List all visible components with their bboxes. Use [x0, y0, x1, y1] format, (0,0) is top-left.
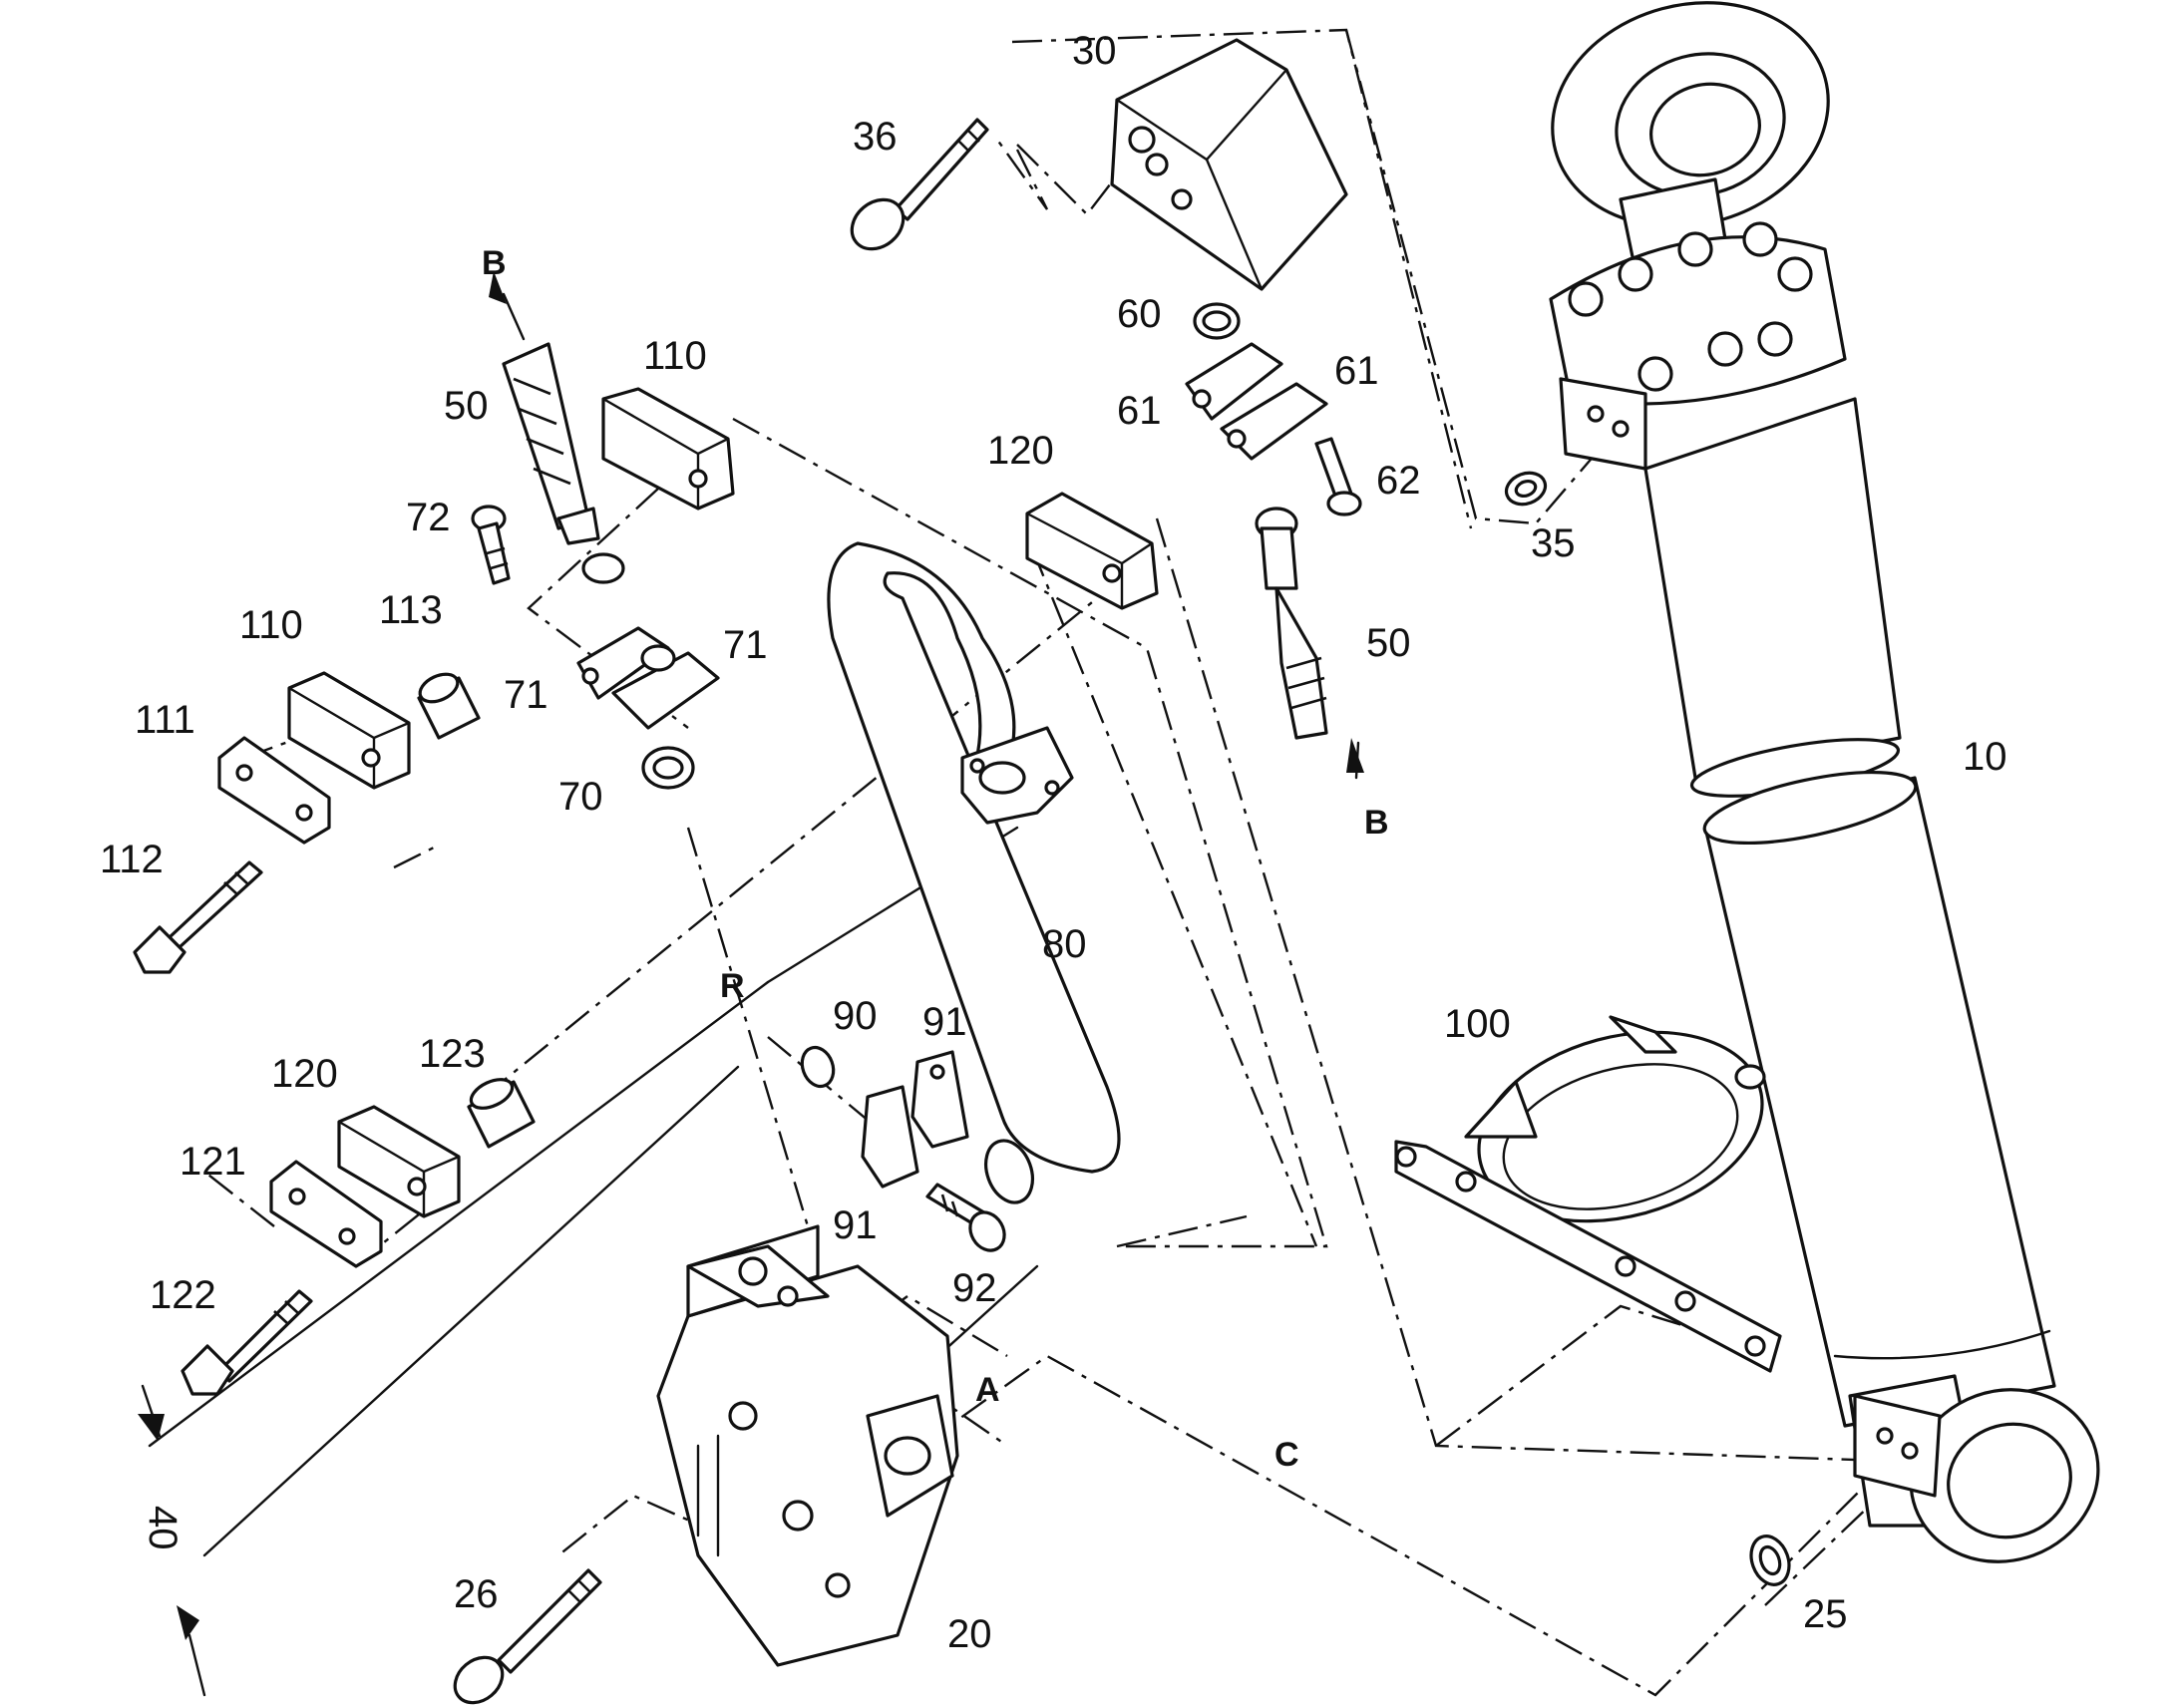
seal-part-70 — [641, 746, 695, 790]
split-flange-part-61 — [1185, 342, 1328, 461]
letter-c: C — [1274, 1436, 1299, 1474]
callout-111: 111 — [135, 698, 195, 742]
callout-40: 40 — [141, 1506, 184, 1550]
callout-36: 36 — [853, 115, 898, 159]
screw-part-72 — [471, 505, 511, 585]
o-ring-part-35 — [1504, 471, 1548, 507]
hose-part-50-left — [502, 342, 600, 545]
callout-70: 70 — [558, 775, 603, 819]
plate-part-121 — [269, 1160, 383, 1268]
callout-30: 30 — [1072, 29, 1117, 73]
callout-91-bottom: 91 — [833, 1203, 878, 1247]
letter-r: R — [720, 967, 745, 1005]
callout-labels: 10 20 25 26 30 35 36 40 50 50 60 61 61 6… — [100, 29, 2007, 1656]
letter-b-bottom: B — [1364, 804, 1389, 842]
letter-a: A — [975, 1371, 1000, 1409]
callout-61-right: 61 — [1334, 349, 1379, 393]
bushing-part-123 — [467, 1078, 536, 1149]
callout-72: 72 — [406, 496, 451, 539]
callout-20: 20 — [947, 1612, 992, 1656]
o-ring-part-25 — [1749, 1535, 1791, 1586]
callout-25: 25 — [1803, 1592, 1848, 1636]
pipe-part-80 — [827, 541, 1121, 1204]
o-ring-part-60 — [1193, 302, 1241, 340]
clamp-half-part-120-left — [337, 1105, 461, 1218]
block-part-30 — [1110, 38, 1348, 291]
screw-part-92 — [925, 1183, 1006, 1252]
callout-60: 60 — [1117, 292, 1162, 336]
bolt-part-112 — [133, 860, 263, 974]
callout-122: 122 — [150, 1273, 216, 1317]
letter-b-top: B — [482, 244, 507, 282]
callout-50-left: 50 — [444, 384, 489, 428]
callout-100: 100 — [1444, 1002, 1511, 1046]
callout-120-left: 120 — [271, 1052, 338, 1096]
cap-screw-part-36 — [850, 118, 989, 251]
split-flange-part-71 — [576, 552, 720, 730]
callout-120-top: 120 — [987, 429, 1054, 473]
connection-letters: A B B C R — [482, 244, 1389, 1474]
callout-112: 112 — [100, 838, 164, 881]
callout-50-right: 50 — [1366, 621, 1411, 665]
plate-part-111 — [217, 736, 331, 845]
callout-71-left: 71 — [504, 673, 548, 717]
clamp-half-part-110-top — [601, 387, 735, 511]
hydraulic-cylinder-part-10 — [1549, 1, 2100, 1563]
bracket-part-100 — [1394, 1015, 1782, 1373]
cap-screw-part-26 — [453, 1568, 602, 1705]
split-flange-part-91 — [861, 1050, 969, 1189]
callout-26: 26 — [454, 1572, 499, 1616]
flow-arrows — [138, 271, 1364, 1697]
clamp-half-part-120-top — [1025, 492, 1159, 610]
callout-110-left: 110 — [239, 603, 303, 647]
callout-91-top: 91 — [922, 1000, 967, 1044]
callout-110-top: 110 — [643, 334, 707, 378]
clamp-half-part-110-left — [287, 671, 411, 790]
callout-80: 80 — [1042, 922, 1087, 966]
callout-121: 121 — [180, 1140, 246, 1184]
callout-113: 113 — [379, 588, 443, 632]
screw-part-62 — [1314, 437, 1362, 516]
callout-61-left: 61 — [1117, 389, 1162, 433]
callout-71-right: 71 — [723, 623, 768, 667]
callout-90: 90 — [833, 994, 878, 1038]
callout-10: 10 — [1963, 735, 2007, 779]
bushing-part-113 — [417, 672, 481, 740]
callout-92: 92 — [952, 1266, 997, 1310]
callout-62: 62 — [1376, 459, 1421, 503]
valve-block-part-20 — [656, 1224, 959, 1667]
callout-123: 123 — [419, 1032, 486, 1076]
hose-part-50-right — [1255, 507, 1328, 740]
seal-part-90 — [800, 1045, 836, 1089]
bolt-part-122 — [181, 1289, 313, 1396]
callout-35: 35 — [1531, 521, 1576, 565]
